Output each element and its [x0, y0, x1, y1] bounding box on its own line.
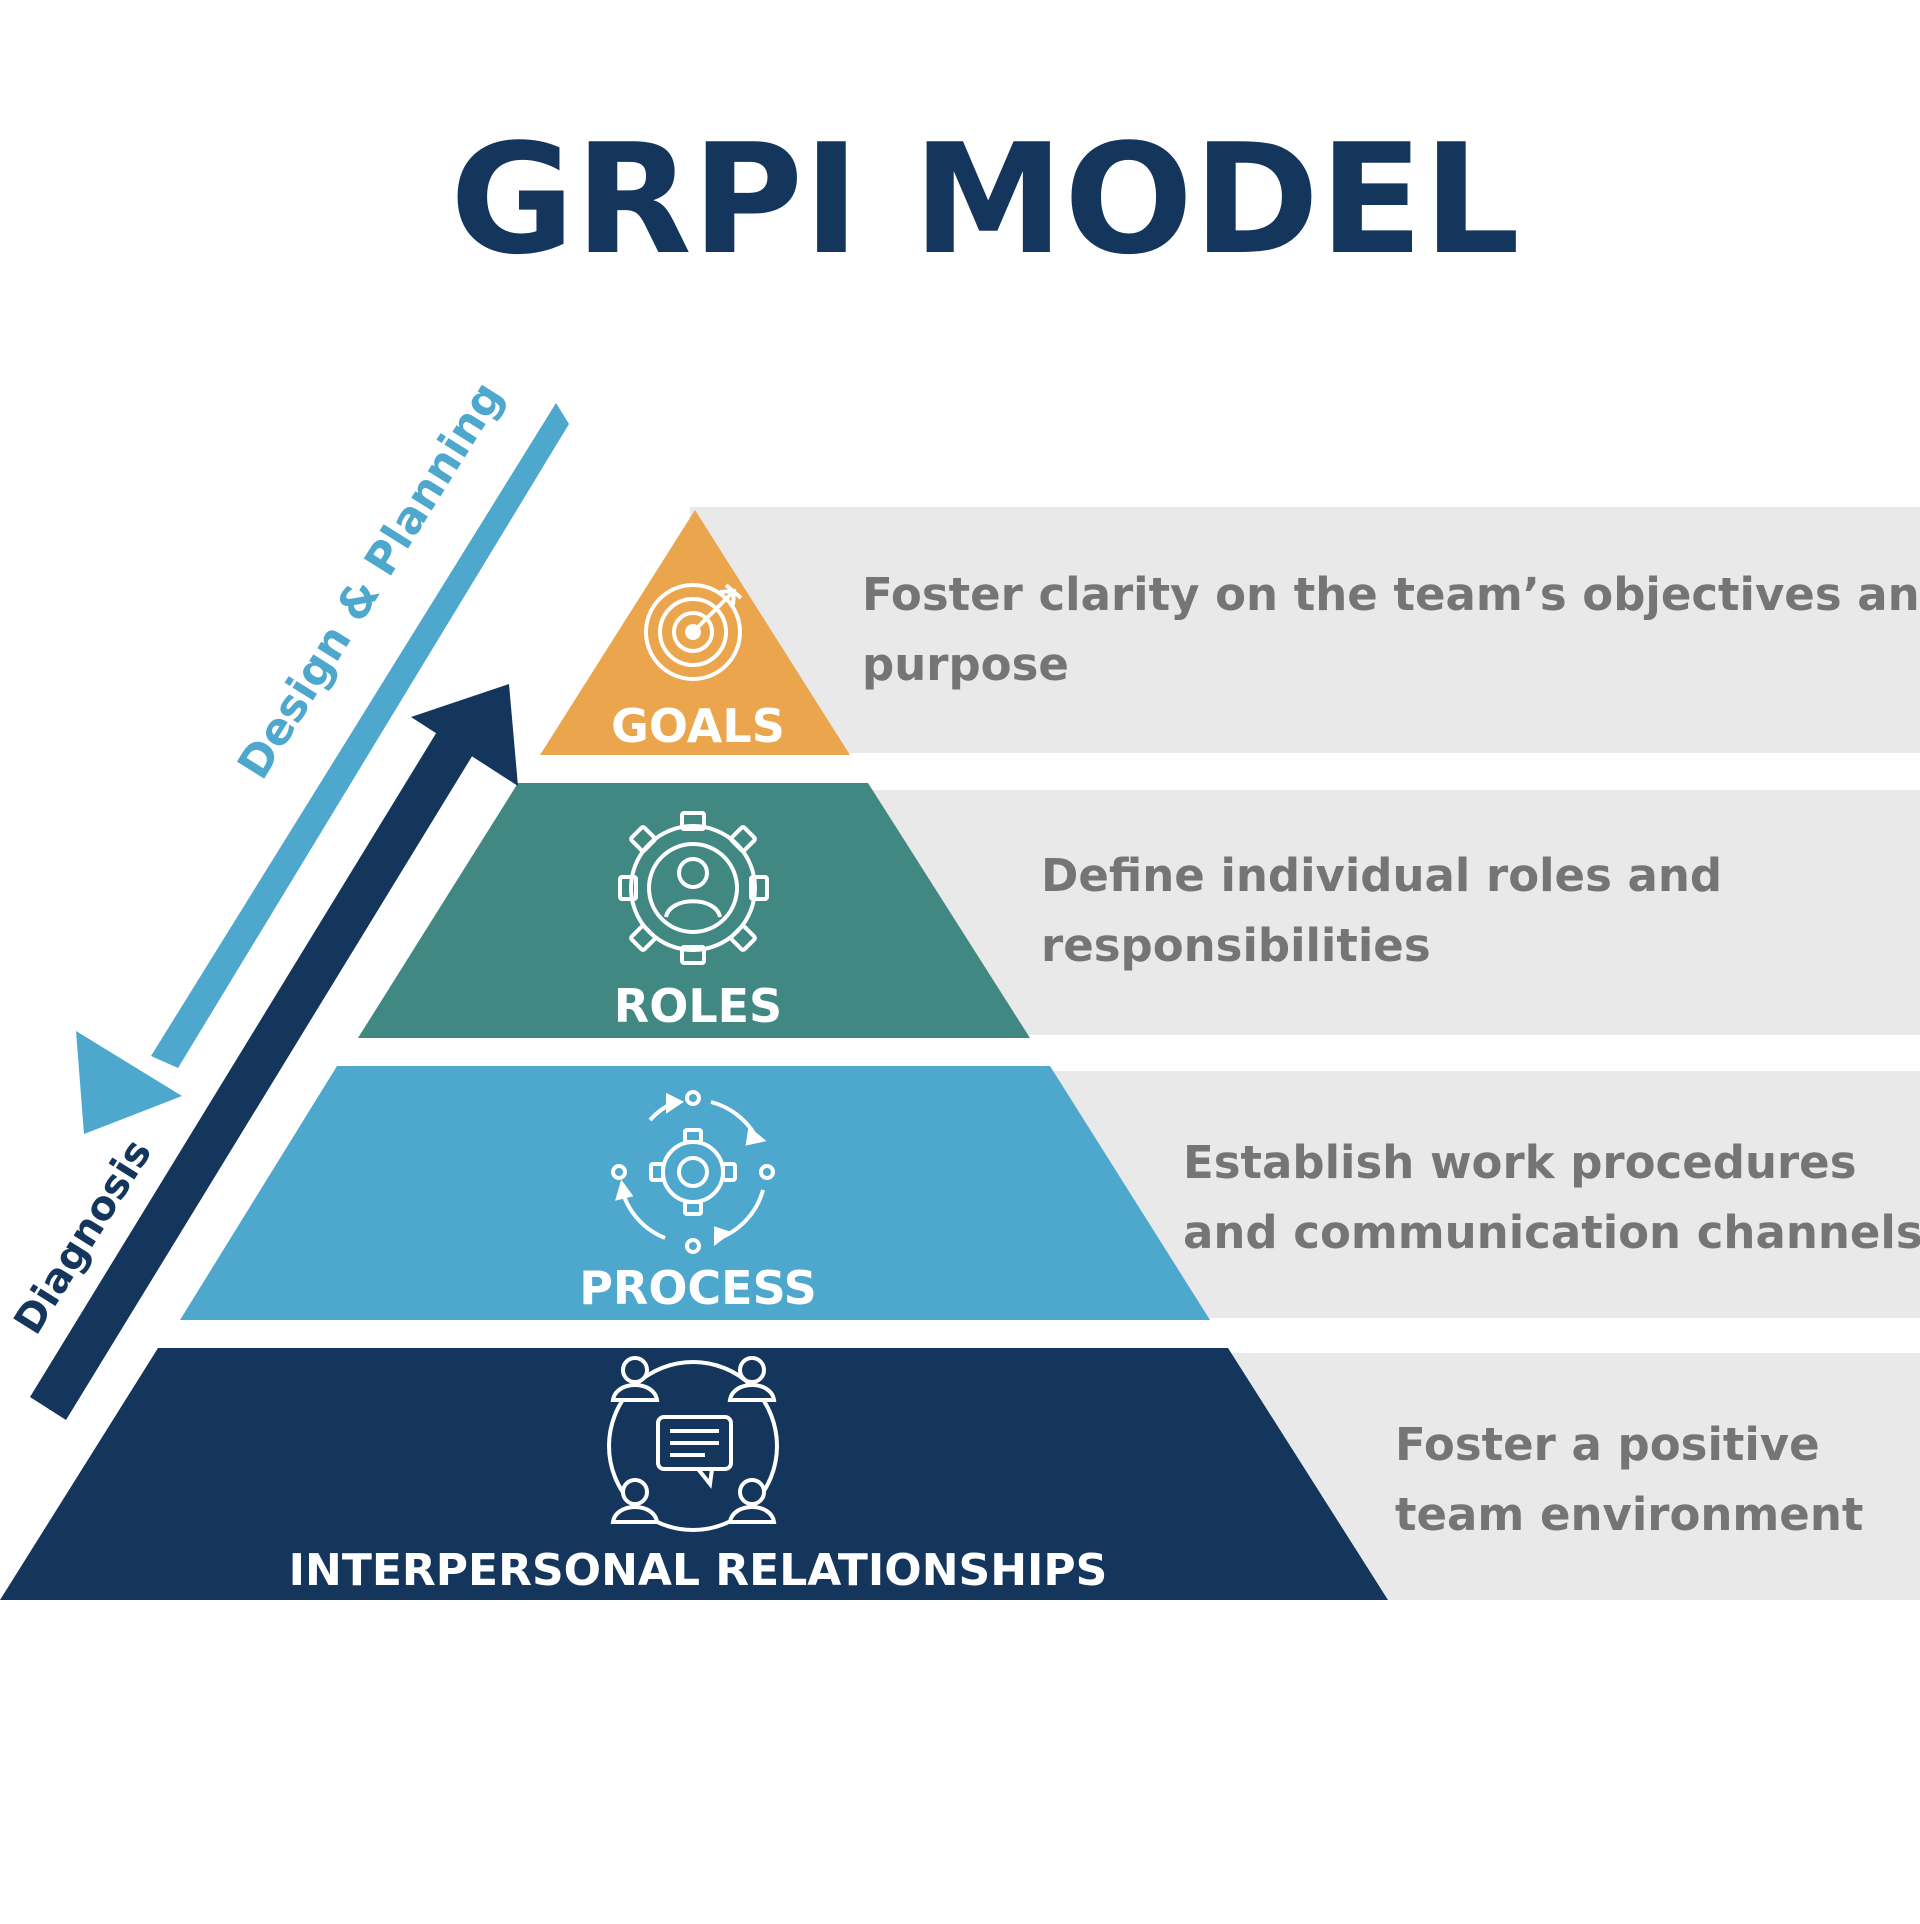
- roles-label: ROLES: [614, 979, 782, 1033]
- goals-description-line: Foster clarity on the team’s objectives …: [862, 568, 1920, 621]
- roles-description-line: responsibilities: [1041, 919, 1431, 972]
- target-icon: [644, 583, 743, 681]
- roles-description-panel: [870, 790, 1920, 1035]
- process-description-line: Establish work procedures: [1183, 1136, 1856, 1189]
- process-description-panel: [1050, 1071, 1920, 1318]
- interpersonal-description-line: team environment: [1395, 1488, 1863, 1541]
- team-chat-icon: [607, 1356, 779, 1532]
- goals-description-line: purpose: [862, 638, 1069, 691]
- process-description: Establish work procedures and communicat…: [1183, 1136, 1920, 1259]
- interpersonal-label: INTERPERSONAL RELATIONSHIPS: [289, 1545, 1108, 1596]
- diagnosis-arrow: [30, 684, 518, 1420]
- process-layer: [180, 1066, 1210, 1320]
- process-description-line: and communication channels: [1183, 1206, 1920, 1259]
- process-label: PROCESS: [579, 1261, 817, 1315]
- interpersonal-description: Foster a positive team environment: [1395, 1418, 1863, 1541]
- page-title: GRPI MODEL: [450, 111, 1520, 288]
- goals-description-panel: [690, 507, 1920, 753]
- gear-person-icon: [618, 811, 769, 965]
- goals-label: GOALS: [611, 699, 785, 753]
- roles-description-line: Define individual roles and: [1041, 849, 1722, 902]
- roles-layer: [358, 783, 1030, 1038]
- design-planning-arrow: [76, 403, 569, 1134]
- interpersonal-description-line: Foster a positive: [1395, 1418, 1820, 1471]
- gear-cycle-icon: [611, 1090, 775, 1254]
- interpersonal-layer: [0, 1348, 1388, 1600]
- goals-description: Foster clarity on the team’s objectives …: [862, 568, 1920, 691]
- roles-description: Define individual roles and responsibili…: [1041, 849, 1738, 972]
